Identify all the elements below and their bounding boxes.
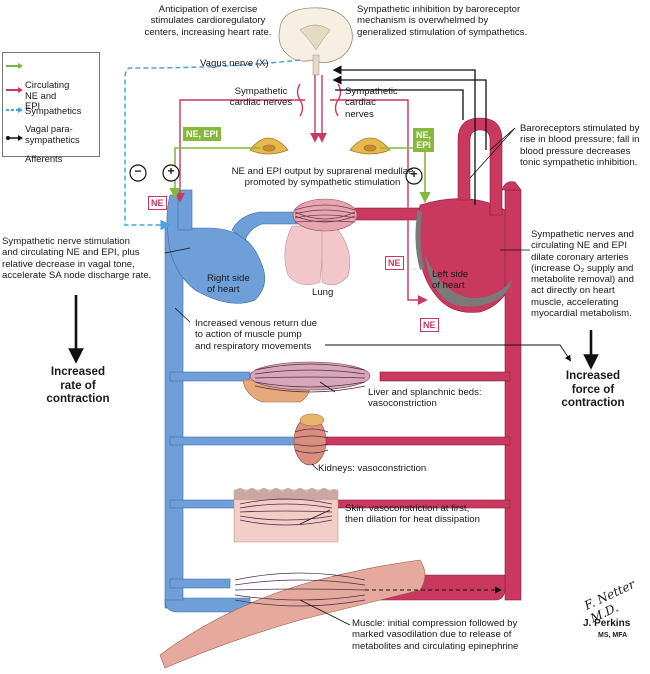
vena-cava-trunk: [164, 227, 184, 609]
liver-label: Liver and splanchnic beds: vasoconstrict…: [368, 387, 482, 410]
kidneys-label: Kidneys: vasoconstriction: [318, 463, 427, 474]
sympathetic-inhibition-label: Sympathetic inhibition by baroreceptor m…: [357, 4, 528, 38]
artery-kidney-branch: [319, 436, 511, 446]
vein-skin-branch: [169, 499, 241, 509]
minus-symbol: −: [134, 164, 142, 178]
legend: Circulating NE and EPI Sympathetics Vaga…: [2, 52, 100, 164]
right-heart-label: Right side of heart: [207, 273, 250, 296]
kidney-bed: [293, 413, 329, 466]
plus-symbol-right: +: [410, 167, 418, 181]
vagus-nerve-line: [124, 59, 301, 231]
ne-tag: NE: [420, 318, 439, 332]
left-heart-label: Left side of heart: [432, 269, 469, 292]
ne-tag: NE: [148, 196, 167, 210]
sympathetic-cardiac-nerves-left-label: Sympathetic cardiac nerves: [229, 86, 293, 109]
artery-liver-branch: [379, 371, 511, 382]
left-heart-wall: [415, 210, 424, 270]
minus-circle: [129, 164, 147, 182]
liver-bed: [242, 361, 371, 403]
ne-epi-output-label: NE and EPI output by suprarenal medullae…: [231, 166, 414, 189]
ne-tag: NE: [385, 256, 404, 270]
vein-liver-branch: [169, 371, 251, 382]
vena-cava-lower-bend: [164, 597, 251, 613]
arterial-system: [319, 117, 522, 601]
pointer-lines: [164, 127, 530, 626]
plus-symbol-left: +: [167, 164, 175, 178]
credit-degree: MS, MFA: [598, 632, 628, 639]
muscle-label: Muscle: initial compression followed by …: [352, 618, 519, 652]
increased-rate-label: Increased rate of contraction: [46, 365, 110, 405]
legend-label: Vagal para- sympathetics: [25, 123, 80, 145]
aorta-top-bend: [501, 181, 522, 191]
afferent-lines: [332, 65, 487, 205]
anticipation-label: Anticipation of exercise stimulates card…: [144, 4, 272, 38]
credit-name: J. Perkins: [583, 618, 631, 629]
left-heart-myocardium: [425, 255, 512, 307]
plus-circle-right: [405, 167, 423, 185]
ne-epi-tag-right: NE, EPI: [413, 128, 435, 152]
legend-label: Afferents: [25, 153, 63, 164]
left-heart-shape: [417, 198, 519, 313]
coronary-label: Sympathetic nerves and circulating NE an…: [531, 229, 634, 320]
suprarenal-glands: [249, 137, 391, 155]
vagus-nerve-label: Vagus nerve (X): [200, 58, 269, 69]
vein-muscle-branch: [169, 578, 231, 589]
venous-system: [164, 189, 301, 613]
lung-illustration: [284, 198, 358, 286]
plus-circle-left: [162, 164, 180, 182]
skin-label: Skin: vasoconstriction at first, then di…: [345, 503, 480, 526]
legend-label: Circulating NE and EPI: [25, 79, 70, 111]
aortic-arch: [457, 117, 503, 216]
baroreceptors-label: Baroreceptors stimulated by rise in bloo…: [520, 123, 640, 168]
vein-kidney-branch: [169, 436, 301, 446]
sympathetic-cardiac-nerves-right-label: Sympathetic cardiac nerves: [345, 86, 398, 120]
venous-return-label: Increased venous return due to action of…: [195, 318, 318, 352]
sa-node-label: Sympathetic nerve stimulation and circul…: [2, 236, 152, 281]
ne-epi-tag-left: NE, EPI: [183, 127, 222, 141]
increased-force-label: Increased force of contraction: [561, 369, 625, 409]
brain-illustration: [278, 7, 353, 76]
sympathetic-nerves: [175, 75, 428, 305]
lung-label: Lung: [312, 287, 334, 298]
legend-label: Sympathetics: [25, 105, 82, 116]
venous-return-arrow: [325, 344, 571, 362]
skin-bed: [233, 488, 339, 543]
